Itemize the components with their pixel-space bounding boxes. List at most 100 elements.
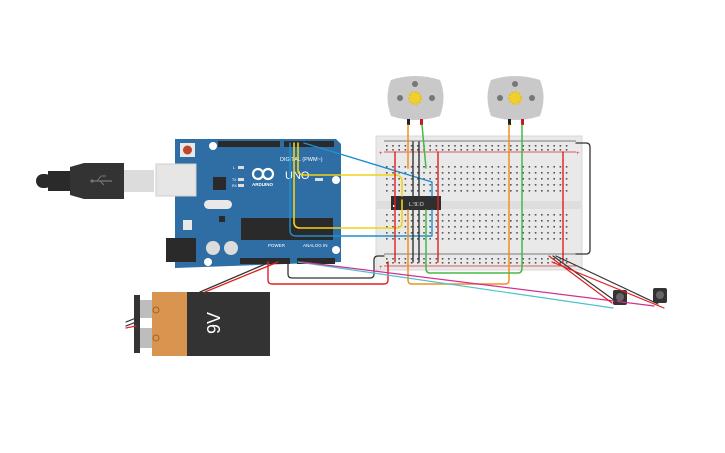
breadboard-hole[interactable] (417, 172, 419, 174)
breadboard-hole[interactable] (460, 226, 462, 228)
breadboard-hole[interactable] (435, 262, 438, 264)
breadboard-hole[interactable] (472, 145, 475, 147)
breadboard-hole[interactable] (534, 145, 537, 147)
breadboard-hole[interactable] (553, 190, 555, 192)
breadboard-hole[interactable] (466, 145, 469, 147)
breadboard-hole[interactable] (417, 238, 419, 240)
breadboard-hole[interactable] (417, 145, 419, 147)
breadboard-hole[interactable] (417, 232, 419, 234)
breadboard-hole[interactable] (454, 226, 456, 228)
breadboard-hole[interactable] (448, 220, 450, 222)
breadboard-hole[interactable] (423, 172, 425, 174)
breadboard-hole[interactable] (497, 190, 500, 192)
breadboard-hole[interactable] (466, 258, 469, 260)
breadboard-hole[interactable] (454, 190, 456, 192)
ir-sensor-2[interactable] (653, 288, 667, 303)
breadboard-hole[interactable] (503, 214, 506, 216)
breadboard-hole[interactable] (386, 214, 388, 216)
wire-green[interactable] (425, 124, 523, 274)
breadboard-hole[interactable] (423, 258, 425, 260)
breadboard-hole[interactable] (547, 214, 549, 216)
breadboard-hole[interactable] (553, 145, 555, 147)
breadboard-hole[interactable] (503, 149, 506, 151)
breadboard-hole[interactable] (522, 184, 524, 186)
breadboard-hole[interactable] (441, 190, 444, 192)
breadboard-hole[interactable] (485, 172, 487, 174)
breadboard-hole[interactable] (534, 258, 537, 260)
breadboard-hole[interactable] (454, 258, 456, 260)
breadboard-hole[interactable] (485, 166, 487, 168)
breadboard-hole[interactable] (510, 184, 512, 186)
breadboard-hole[interactable] (559, 172, 562, 174)
breadboard-hole[interactable] (547, 190, 549, 192)
breadboard-hole[interactable] (386, 145, 388, 147)
breadboard-hole[interactable] (454, 149, 456, 151)
breadboard-hole[interactable] (541, 178, 543, 180)
breadboard-hole[interactable] (441, 232, 444, 234)
breadboard-hole[interactable] (479, 166, 481, 168)
breadboard-hole[interactable] (392, 214, 394, 216)
breadboard-hole[interactable] (485, 149, 487, 151)
breadboard-hole[interactable] (541, 214, 543, 216)
breadboard-hole[interactable] (398, 220, 400, 222)
breadboard-hole[interactable] (491, 145, 493, 147)
breadboard-hole[interactable] (497, 232, 500, 234)
breadboard-hole[interactable] (491, 214, 493, 216)
breadboard-hole[interactable] (398, 178, 400, 180)
breadboard-hole[interactable] (522, 172, 524, 174)
breadboard-hole[interactable] (553, 232, 555, 234)
breadboard-hole[interactable] (516, 214, 518, 216)
breadboard-hole[interactable] (534, 172, 537, 174)
breadboard-hole[interactable] (528, 262, 531, 264)
breadboard-hole[interactable] (460, 220, 462, 222)
breadboard-hole[interactable] (522, 166, 524, 168)
breadboard-hole[interactable] (392, 145, 394, 147)
breadboard-hole[interactable] (479, 178, 481, 180)
breadboard-hole[interactable] (534, 184, 537, 186)
breadboard-hole[interactable] (565, 258, 568, 260)
breadboard-hole[interactable] (516, 149, 518, 151)
breadboard-hole[interactable] (503, 220, 506, 222)
breadboard-hole[interactable] (417, 166, 419, 168)
breadboard-hole[interactable] (392, 190, 394, 192)
breadboard-hole[interactable] (448, 166, 450, 168)
breadboard-hole[interactable] (491, 166, 493, 168)
breadboard-hole[interactable] (541, 258, 543, 260)
breadboard-hole[interactable] (497, 262, 500, 264)
breadboard-hole[interactable] (510, 258, 512, 260)
breadboard-hole[interactable] (497, 184, 500, 186)
breadboard-hole[interactable] (392, 238, 394, 240)
breadboard-hole[interactable] (510, 226, 512, 228)
breadboard-hole[interactable] (423, 214, 425, 216)
breadboard-hole[interactable] (441, 178, 444, 180)
breadboard-hole[interactable] (404, 258, 407, 260)
breadboard-hole[interactable] (472, 178, 475, 180)
breadboard-hole[interactable] (522, 145, 524, 147)
breadboard-hole[interactable] (534, 220, 537, 222)
breadboard-hole[interactable] (448, 258, 450, 260)
wire-red[interactable] (551, 261, 665, 309)
breadboard-hole[interactable] (497, 145, 500, 147)
breadboard-hole[interactable] (410, 238, 413, 240)
breadboard-hole[interactable] (441, 238, 444, 240)
breadboard-hole[interactable] (441, 149, 444, 151)
breadboard-hole[interactable] (454, 145, 456, 147)
wire-black[interactable] (287, 255, 385, 279)
breadboard-hole[interactable] (491, 190, 493, 192)
breadboard-hole[interactable] (429, 238, 431, 240)
breadboard-hole[interactable] (547, 220, 549, 222)
breadboard-hole[interactable] (479, 214, 481, 216)
breadboard-hole[interactable] (547, 172, 549, 174)
breadboard-hole[interactable] (497, 226, 500, 228)
breadboard-hole[interactable] (404, 178, 407, 180)
breadboard-hole[interactable] (392, 149, 394, 151)
breadboard-hole[interactable] (404, 190, 407, 192)
breadboard-hole[interactable] (479, 226, 481, 228)
breadboard-hole[interactable] (441, 262, 444, 264)
breadboard-hole[interactable] (429, 178, 431, 180)
breadboard-hole[interactable] (565, 238, 568, 240)
breadboard-hole[interactable] (547, 145, 549, 147)
breadboard-hole[interactable] (386, 166, 388, 168)
breadboard-hole[interactable] (565, 190, 568, 192)
breadboard-hole[interactable] (503, 166, 506, 168)
